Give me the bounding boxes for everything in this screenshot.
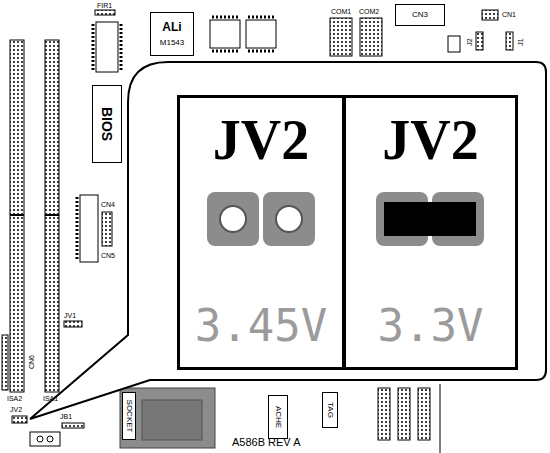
module-slot bbox=[378, 388, 390, 440]
jumper-name: JV2 bbox=[382, 112, 478, 168]
chip-legs bbox=[212, 16, 238, 19]
part-name: CN3 bbox=[412, 11, 428, 19]
jumper-panel: JV2 3.45V bbox=[177, 95, 345, 370]
part-label: ISA1 bbox=[43, 395, 58, 402]
socket-center bbox=[142, 400, 202, 440]
chip bbox=[210, 20, 240, 48]
jumper bbox=[506, 32, 513, 50]
chip-name: BIOS bbox=[100, 107, 114, 141]
part-label: J1 bbox=[517, 38, 524, 45]
tag-chip: TAG bbox=[322, 392, 338, 428]
part-label: JV2 bbox=[10, 406, 22, 413]
part-label: CN1 bbox=[502, 11, 516, 18]
chip-legs bbox=[248, 16, 274, 19]
chip-legs bbox=[92, 24, 95, 70]
jumper-cap bbox=[384, 202, 476, 236]
com-header bbox=[330, 18, 352, 56]
jumper-panel: JV2 3.3V bbox=[343, 95, 518, 370]
chip-legs bbox=[248, 50, 274, 53]
module-slot bbox=[398, 388, 410, 440]
socket-label: SOCKET bbox=[122, 392, 136, 440]
part-label: ISA2 bbox=[7, 395, 22, 402]
pin-hole bbox=[276, 206, 302, 232]
part-label: JB1 bbox=[60, 413, 72, 420]
isa-slot bbox=[10, 40, 24, 392]
chip-legs bbox=[212, 50, 238, 53]
board-edge bbox=[440, 384, 441, 453]
jumper-name: JV2 bbox=[213, 112, 309, 168]
chip-name: ACHE bbox=[274, 406, 282, 428]
cache-chip: ACHE bbox=[268, 395, 288, 439]
header bbox=[102, 212, 112, 246]
part-label: CN5 bbox=[101, 252, 115, 259]
chip-legs bbox=[120, 24, 123, 70]
com-header bbox=[360, 18, 382, 56]
chipset: ALiM1543 bbox=[150, 12, 194, 56]
header bbox=[482, 10, 498, 20]
header bbox=[62, 423, 84, 428]
callout-bubble bbox=[30, 62, 546, 419]
chip bbox=[80, 195, 98, 262]
part-label: CN4 bbox=[101, 201, 115, 208]
connector-pin bbox=[47, 436, 53, 442]
jumper bbox=[476, 32, 483, 50]
connector bbox=[30, 432, 60, 446]
part-label: A586B REV A bbox=[232, 437, 301, 448]
jumper-pin bbox=[207, 192, 259, 246]
header bbox=[64, 321, 82, 327]
jumper-pin bbox=[263, 192, 315, 246]
pin-hole bbox=[220, 206, 246, 232]
part-label: J2 bbox=[466, 38, 473, 45]
chip-legs bbox=[76, 197, 79, 260]
part-label: COM1 bbox=[331, 8, 351, 15]
chip bbox=[96, 22, 118, 72]
connector-box: CN3 bbox=[395, 4, 445, 26]
chip-model: M1543 bbox=[160, 39, 184, 47]
cpu-socket bbox=[120, 388, 215, 448]
part-label: JV1 bbox=[64, 312, 76, 319]
chip bbox=[246, 20, 276, 48]
header bbox=[2, 335, 8, 390]
part-label: CN6 bbox=[28, 355, 35, 369]
chip-name: TAG bbox=[326, 402, 334, 418]
jumper bbox=[12, 416, 27, 423]
slot-key bbox=[10, 214, 24, 216]
component bbox=[448, 36, 460, 52]
module-slot bbox=[418, 388, 430, 440]
voltage-setting: 3.45V bbox=[195, 304, 327, 348]
slot-key bbox=[45, 214, 59, 216]
chip-brand: ALi bbox=[162, 21, 181, 33]
voltage-setting: 3.3V bbox=[378, 304, 484, 348]
part-label: COM2 bbox=[359, 8, 379, 15]
isa-slot bbox=[45, 40, 59, 392]
connector-pin bbox=[37, 436, 43, 442]
part-name: SOCKET bbox=[125, 400, 133, 433]
part-label: FIR1 bbox=[97, 2, 112, 9]
bios-chip: BIOS bbox=[92, 85, 122, 163]
header bbox=[95, 10, 115, 15]
